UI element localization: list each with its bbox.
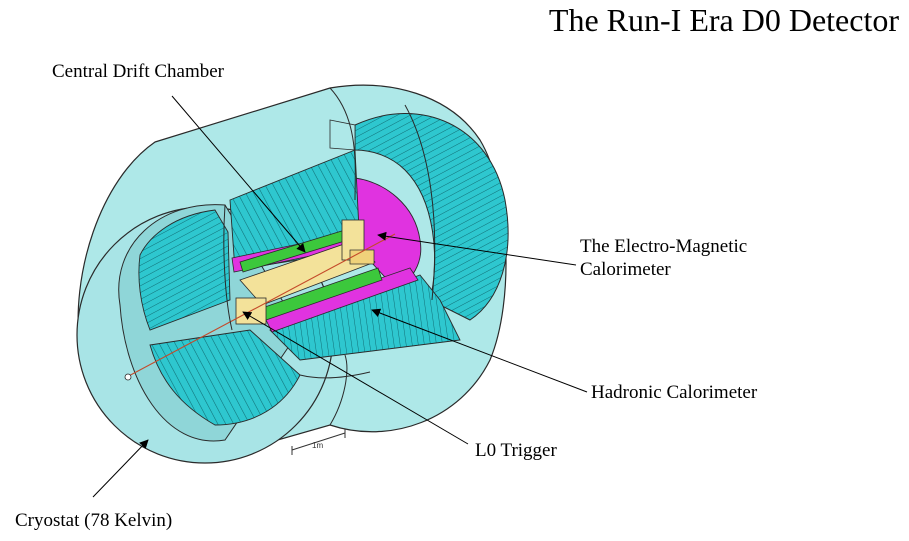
support-ribs	[223, 87, 436, 426]
label-em-calorimeter-line2: Calorimeter	[580, 258, 671, 280]
arrow-hadronic-calorimeter	[371, 308, 588, 393]
page-title: The Run-I Era D0 Detector	[548, 2, 899, 38]
beam-pipe	[124, 233, 396, 379]
scale-bar: 1m	[291, 429, 346, 455]
label-hadronic-calorimeter: Hadronic Calorimeter	[591, 382, 758, 403]
arrow-l0-trigger	[242, 311, 469, 445]
svg-text:1m: 1m	[312, 441, 323, 450]
arrow-em-calorimeter	[377, 231, 577, 266]
arrow-cryostat	[92, 439, 149, 498]
central-calorimeter-lower	[264, 267, 461, 361]
leader-lines	[92, 95, 588, 498]
label-l0-trigger: L0 Trigger	[475, 440, 557, 461]
beam-pipe-end	[124, 373, 132, 381]
label-em-calorimeter: The Electro-Magnetic Calorimeter	[580, 236, 747, 282]
arrow-drift-chamber	[171, 95, 306, 253]
label-central-drift-chamber: Central Drift Chamber	[52, 61, 225, 82]
label-cryostat: Cryostat (78 Kelvin)	[15, 510, 173, 531]
inner-detector	[235, 219, 376, 325]
label-em-calorimeter-line1: The Electro-Magnetic	[580, 236, 748, 257]
front-calorimeter-wedges	[138, 209, 301, 426]
